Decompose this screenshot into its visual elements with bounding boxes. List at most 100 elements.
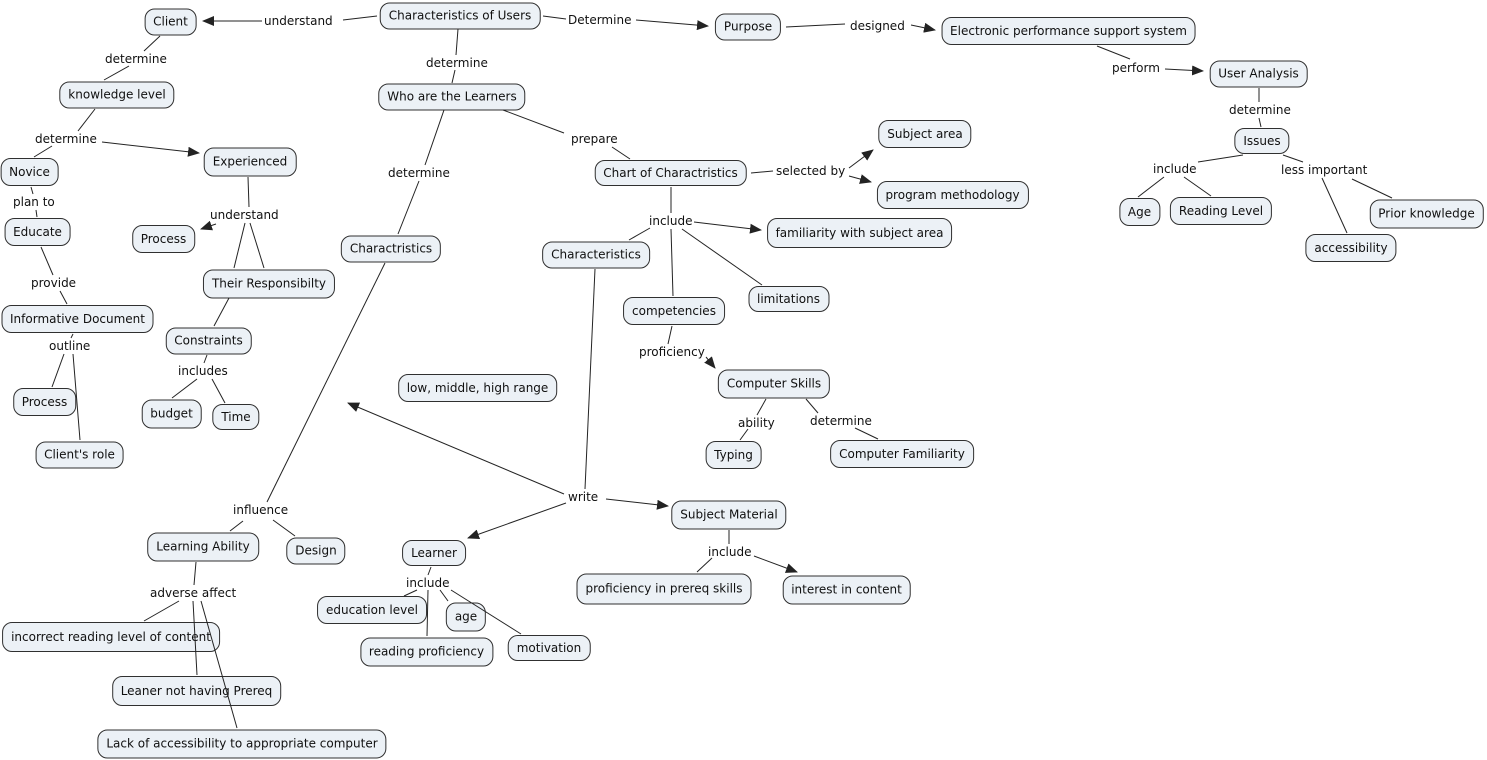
node-typing[interactable]: Typing xyxy=(705,441,762,469)
node-characteristics-of-users[interactable]: Characteristics of Users xyxy=(379,2,541,29)
node-budget[interactable]: budget xyxy=(141,399,202,428)
node-educate[interactable]: Educate xyxy=(4,218,71,246)
node-limitations[interactable]: limitations xyxy=(748,286,829,312)
link-label-include-learner[interactable]: include xyxy=(406,576,450,590)
node-incorrect-reading-level[interactable]: incorrect reading level of content xyxy=(2,622,220,652)
node-process-1[interactable]: Process xyxy=(131,225,196,253)
node-learning-ability[interactable]: Learning Ability xyxy=(147,532,259,561)
edge-30 xyxy=(247,176,250,208)
node-client[interactable]: Client xyxy=(144,8,197,35)
node-low-middle-high-range[interactable]: low, middle, high range xyxy=(397,374,558,402)
node-competencies[interactable]: competencies xyxy=(623,297,725,325)
node-age-right[interactable]: Age xyxy=(1118,198,1161,226)
link-label-adverse-affect[interactable]: adverse affect xyxy=(150,586,237,600)
link-label-provide[interactable]: provide xyxy=(31,276,77,290)
edge-49 xyxy=(681,228,763,286)
edge-19 xyxy=(103,65,130,81)
link-label-determine-user-analysis[interactable]: determine xyxy=(1229,103,1291,117)
link-label-includes[interactable]: includes xyxy=(178,364,228,378)
edge-4 xyxy=(455,28,459,56)
node-reading-level[interactable]: Reading Level xyxy=(1169,197,1273,225)
node-user-analysis[interactable]: User Analysis xyxy=(1209,60,1308,87)
edge-5 xyxy=(451,69,456,84)
edge-39 xyxy=(397,180,420,235)
link-label-less-important[interactable]: less important xyxy=(1281,163,1368,177)
edge-67 xyxy=(427,566,432,576)
node-informative-document[interactable]: Informative Document xyxy=(1,305,154,333)
node-experienced[interactable]: Experienced xyxy=(203,147,297,176)
link-label-understand-2[interactable]: understand xyxy=(210,208,279,222)
node-interest-in-content[interactable]: interest in content xyxy=(782,575,911,604)
node-knowledge-level[interactable]: knowledge level xyxy=(59,81,175,108)
link-label-plan-to[interactable]: plan to xyxy=(13,195,55,209)
link-label-ability[interactable]: ability xyxy=(738,416,775,430)
node-learner[interactable]: Learner xyxy=(402,540,466,566)
link-label-designed[interactable]: designed xyxy=(850,19,905,33)
edge-34 xyxy=(213,297,230,327)
edge-57 xyxy=(266,262,386,503)
link-label-determine-client[interactable]: determine xyxy=(105,52,167,66)
node-subject-area[interactable]: Subject area xyxy=(878,120,972,148)
link-label-determine-wl[interactable]: determine xyxy=(388,166,450,180)
edge-70 xyxy=(439,589,449,602)
link-label-write[interactable]: write xyxy=(568,490,599,504)
link-label-determine-cou[interactable]: determine xyxy=(426,56,488,70)
node-who-are-the-learners[interactable]: Who are the Learners xyxy=(378,83,526,110)
link-label-include-chart[interactable]: include xyxy=(649,214,693,228)
link-label-prepare[interactable]: prepare xyxy=(571,132,618,146)
link-label-perform[interactable]: perform xyxy=(1112,61,1160,75)
node-electronic-performance-support-system[interactable]: Electronic performance support system xyxy=(941,17,1196,45)
node-leaner-not-having-prereq[interactable]: Leaner not having Prereq xyxy=(111,676,282,706)
edge-35 xyxy=(203,354,208,364)
edge-18 xyxy=(143,35,161,52)
node-proficiency-in-prereq-skills[interactable]: proficiency in prereq skills xyxy=(576,573,752,604)
node-familiarity-with-subject-area[interactable]: familiarity with subject area xyxy=(766,218,953,248)
node-age-left[interactable]: age xyxy=(445,602,487,631)
edge-9 xyxy=(1164,65,1204,76)
node-design[interactable]: Design xyxy=(286,537,346,564)
link-label-determine-novice[interactable]: determine xyxy=(35,132,97,146)
edge-27 xyxy=(70,333,74,339)
node-characteristics-2[interactable]: Characteristics xyxy=(542,241,650,268)
link-label-understand-1[interactable]: understand xyxy=(264,14,333,28)
node-time[interactable]: Time xyxy=(212,404,260,430)
link-label-determine-top[interactable]: Determine xyxy=(568,13,632,27)
node-accessibility[interactable]: accessibility xyxy=(1305,234,1397,262)
edge-22 xyxy=(101,141,200,157)
edge-13 xyxy=(1137,176,1165,198)
link-label-include-subject-material[interactable]: include xyxy=(708,545,752,559)
edge-38 xyxy=(424,109,445,166)
link-label-outline[interactable]: outline xyxy=(49,339,91,353)
node-subject-material[interactable]: Subject Material xyxy=(671,500,787,529)
edge-40 xyxy=(502,109,565,134)
edge-58 xyxy=(229,520,244,532)
link-label-determine-computer-skills[interactable]: determine xyxy=(810,414,872,428)
node-constraints[interactable]: Constraints xyxy=(165,327,252,354)
node-lack-of-accessibility[interactable]: Lack of accessibility to appropriate com… xyxy=(97,729,387,758)
node-issues[interactable]: Issues xyxy=(1234,128,1290,154)
node-reading-proficiency[interactable]: reading proficiency xyxy=(359,637,494,666)
node-charactristics[interactable]: Charactristics xyxy=(340,235,442,262)
node-education-level[interactable]: education level xyxy=(317,596,427,624)
node-program-methodology[interactable]: program methodology xyxy=(876,181,1029,209)
node-process-2[interactable]: Process xyxy=(12,388,77,416)
node-novice[interactable]: Novice xyxy=(0,158,59,186)
node-computer-skills[interactable]: Computer Skills xyxy=(717,369,831,398)
node-purpose[interactable]: Purpose xyxy=(714,13,782,40)
node-chart-of-charactristics[interactable]: Chart of Charactristics xyxy=(594,160,747,186)
link-label-influence[interactable]: influence xyxy=(233,503,289,517)
link-label-include-issues[interactable]: include xyxy=(1153,162,1197,176)
edge-17 xyxy=(1351,178,1393,199)
edge-54 xyxy=(805,398,819,414)
link-label-selected-by[interactable]: selected by xyxy=(776,164,846,178)
node-computer-familiarity[interactable]: Computer Familiarity xyxy=(830,440,974,468)
node-clients-role[interactable]: Client's role xyxy=(35,441,124,468)
edge-26 xyxy=(59,290,68,305)
node-their-responsibilty[interactable]: Their Responsibilty xyxy=(202,269,336,298)
edge-0 xyxy=(342,15,378,21)
edge-20 xyxy=(77,108,96,132)
node-motivation[interactable]: motivation xyxy=(507,635,591,661)
node-prior-knowledge[interactable]: Prior knowledge xyxy=(1369,199,1484,228)
edge-14 xyxy=(1183,176,1212,197)
link-label-proficiency[interactable]: proficiency xyxy=(639,345,705,359)
